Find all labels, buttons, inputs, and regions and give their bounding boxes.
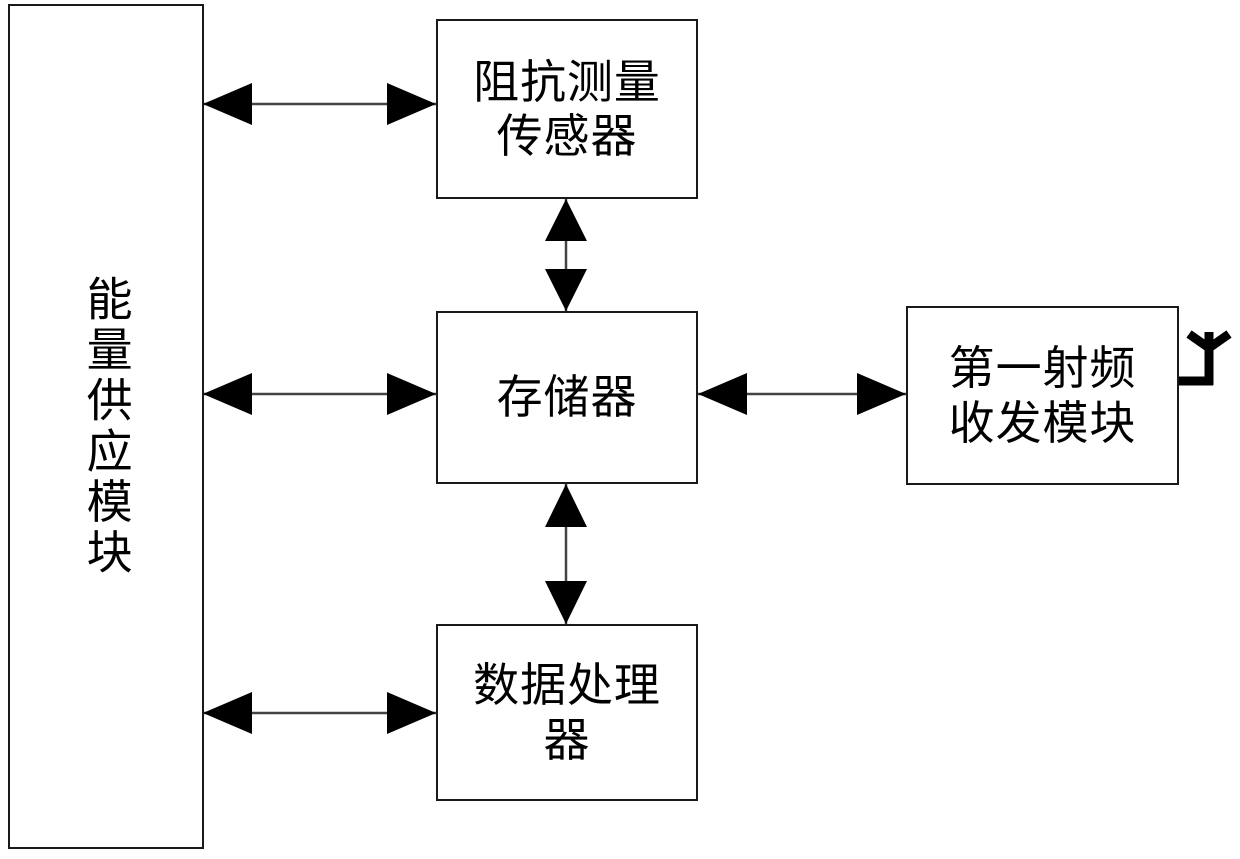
node-memory-label: 存储器 [496, 370, 638, 425]
node-data-processor[interactable]: 数据处理 器 [436, 624, 698, 801]
connector-power-to-processor [203, 692, 436, 734]
node-first-rf-transceiver-module[interactable]: 第一射频 收发模块 [906, 306, 1179, 485]
connector-sensor-to-memory [545, 199, 587, 311]
connector-power-to-memory [203, 373, 436, 415]
node-data-processor-label: 数据处理 器 [473, 658, 661, 767]
node-power-supply-module-label: 能量供应模块 [79, 274, 134, 579]
antenna-icon [1179, 330, 1232, 386]
connector-power-to-sensor [203, 83, 436, 125]
node-memory[interactable]: 存储器 [436, 311, 698, 484]
connector-memory-to-rf [698, 373, 906, 415]
node-impedance-measurement-sensor[interactable]: 阻抗测量 传感器 [436, 19, 698, 199]
connector-memory-to-processor [545, 484, 587, 624]
node-power-supply-module[interactable]: 能量供应模块 [8, 4, 204, 849]
node-impedance-measurement-sensor-label: 阻抗测量 传感器 [473, 54, 661, 163]
node-first-rf-transceiver-module-label: 第一射频 收发模块 [948, 341, 1137, 450]
